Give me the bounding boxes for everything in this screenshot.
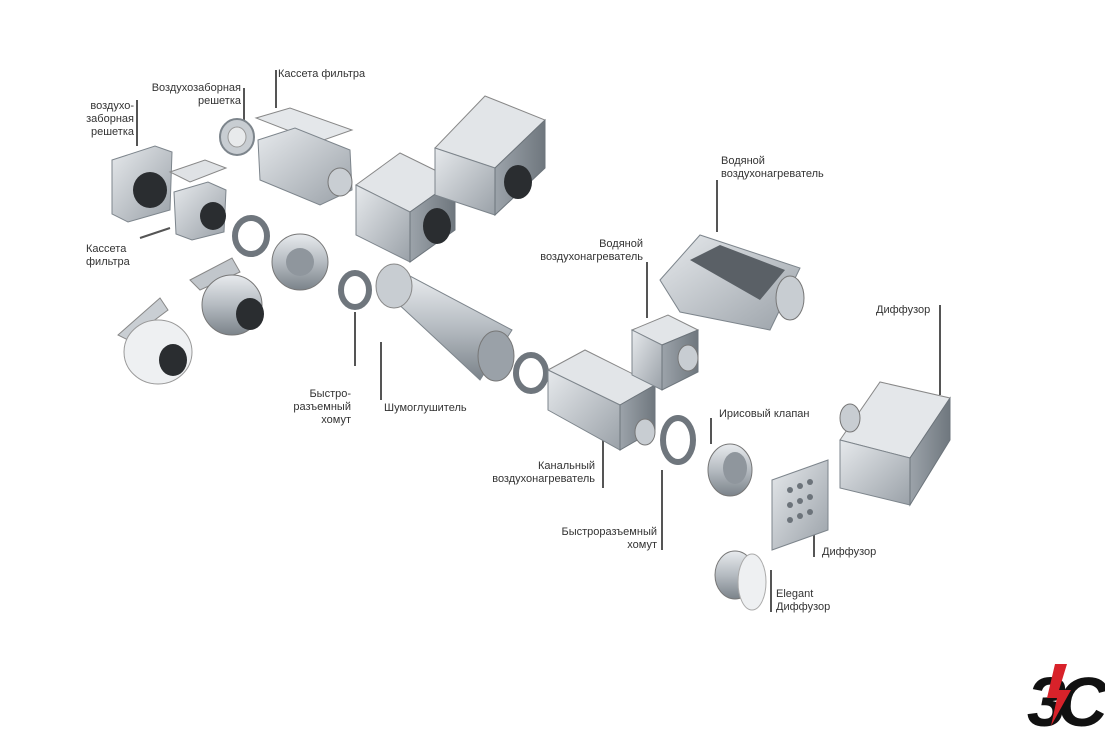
label-duct-heater: Канальный воздухонагреватель [492,460,595,485]
label-water-heater-right: Водяной воздухонагреватель [721,155,824,180]
quick-clamp-1 [232,215,270,257]
label-intake-grille-left: воздухо- заборная решетка [86,100,134,138]
label-quick-clamp-left: Быстро- разъемный хомут [293,388,351,426]
small-filter-cassette [168,159,228,241]
duct-heater [546,349,657,451]
water-heater-large [659,234,805,331]
3c-logo: 3 C [1027,663,1105,738]
diffuser-box [839,381,951,507]
quick-clamp-3 [513,352,549,394]
quick-clamp-2 [338,270,372,310]
label-filter-cassette-left: Кассета фильтра [86,243,130,268]
diffuser-plate [771,459,829,551]
silencer [375,263,515,382]
label-quick-clamp-bottom: Быстроразъемный хомут [561,526,658,551]
supply-unit-box-2 [434,95,546,217]
water-heater-small [630,314,700,391]
label-intake-grille-top: Воздухозаборная решетка [151,82,241,107]
label-silencer: Шумоглушитель [384,402,467,414]
label-filter-cassette-top: Кассета фильтра [278,68,366,80]
leader-lines [136,70,941,612]
iris-valve [707,443,753,497]
label-elegant-diffuser: Elegant Диффузор [776,588,831,613]
quick-clamp-4 [660,415,696,465]
duct-fan [271,233,329,291]
wall-fan-metal [189,257,264,336]
label-iris-valve: Ирисовый клапан [719,408,810,420]
label-diffuser-bottom: Диффузор [822,546,877,558]
wall-fan-white [117,297,193,385]
elegant-diffuser [714,550,767,611]
label-water-heater-center: Водяной воздухонагреватель [540,238,643,263]
intake-grille-box [111,145,173,223]
filter-cassette-unit [254,107,354,206]
label-diffuser-right: Диффузор [876,304,931,316]
round-intake-grille [219,118,255,156]
